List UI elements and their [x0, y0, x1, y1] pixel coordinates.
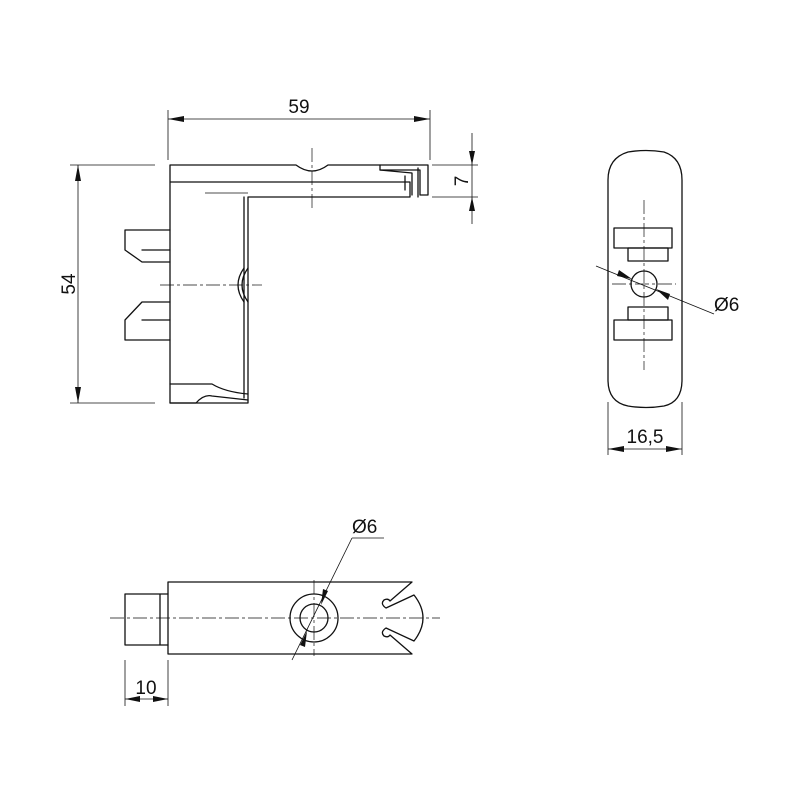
dim-16-5-arrow-left [608, 446, 624, 452]
side-view-upper-bracket [613, 227, 673, 249]
dim-16-5-label: 16,5 [627, 427, 664, 448]
bottom-view-pin [124, 593, 169, 646]
dim-59-label: 59 [288, 97, 309, 118]
dim-10-label: 10 [135, 678, 156, 699]
side-view-lower-bracket [613, 319, 673, 341]
dim-d6-side-leader [595, 265, 715, 315]
dim-d6-bottom-arrow-out [321, 589, 328, 605]
dim-7-label: 7 [452, 176, 473, 187]
front-view-body-outline [169, 164, 429, 404]
dim-16-5-arrow-right [666, 446, 682, 452]
front-view-slot-lip [379, 164, 419, 198]
bottom-view: Ø6 10 [110, 517, 440, 706]
dim-d6-bottom-arrow-in [300, 631, 307, 647]
front-view: 59 54 7 [59, 97, 478, 404]
dim-59-arrow-left [168, 116, 184, 122]
dim-d6-side-label: Ø6 [714, 295, 739, 316]
side-view: Ø6 16,5 [595, 149, 739, 455]
dim-7-arrow-bottom [469, 197, 475, 211]
dim-d6-bottom-label: Ø6 [352, 517, 377, 538]
dim-d6-side-arrow-in [617, 270, 632, 279]
dim-54-arrow-top [75, 165, 81, 181]
dim-7-arrow-top [469, 151, 475, 165]
side-view-upper-block [627, 247, 669, 262]
side-view-outline [607, 149, 683, 409]
dim-10-arrow-right [153, 696, 168, 702]
dim-59-arrow-right [414, 116, 430, 122]
front-view-foot [169, 383, 249, 404]
dim-54-label: 54 [59, 273, 80, 295]
side-view-lower-block [627, 306, 669, 321]
dim-10-arrow-left [125, 696, 140, 702]
front-view-upper-pin [124, 229, 171, 263]
bottom-view-body [167, 581, 424, 655]
dim-d6-side-arrow-out [656, 289, 670, 300]
front-view-lower-pin [124, 301, 171, 341]
dim-54-arrow-bottom [75, 387, 81, 403]
